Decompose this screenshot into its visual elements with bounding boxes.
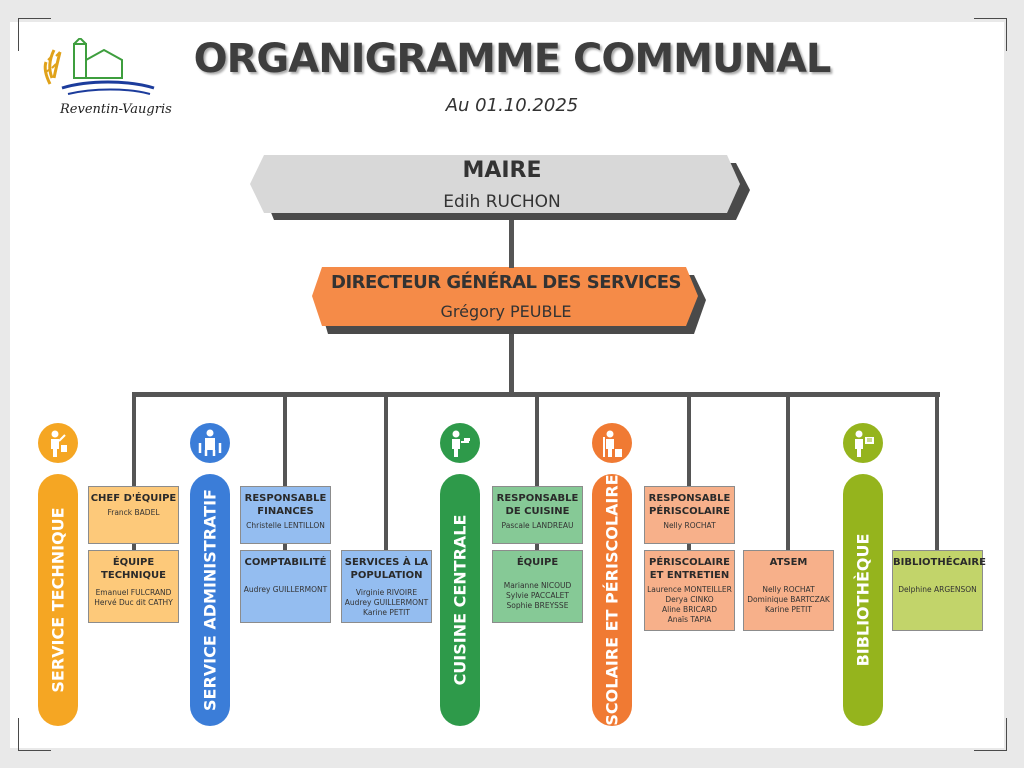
scolaire-label: SCOLAIRE ET PÉRISCOLAIRE xyxy=(602,474,622,726)
bibliotheque-label: BIBLIOTHÈQUE xyxy=(853,533,873,667)
box-person: Derya CINKO xyxy=(665,595,714,604)
box-person: Karine PETIT xyxy=(765,605,812,614)
box-title: ATSEM xyxy=(769,557,808,568)
box-person: Sylvie PACCALET xyxy=(506,591,569,600)
box-person: Laurence MONTEILLER xyxy=(647,585,732,594)
service-administratif-pill: SERVICE ADMINISTRATIF xyxy=(190,474,230,726)
corner-bracket-top-left xyxy=(18,18,51,51)
scolaire-circle xyxy=(592,423,632,463)
box-person: Anaïs TAPIA xyxy=(667,615,712,624)
maire-title: MAIRE xyxy=(462,158,542,183)
town-logo-graphic xyxy=(43,36,155,95)
box-person: Hervé Duc dit CATHY xyxy=(94,598,173,607)
connector-chef-equipe xyxy=(132,544,136,552)
connector-drop-periscolaire xyxy=(687,392,691,488)
box-title: ÉQUIPE xyxy=(516,557,559,568)
box-title: PÉRISCOLAIRE ET ENTRETIEN xyxy=(649,557,730,581)
cuisine-centrale-label: CUISINE CENTRALE xyxy=(450,514,470,686)
maire-name: Edih RUCHON xyxy=(443,192,561,212)
connector-drop-cuisine xyxy=(535,392,539,488)
corner-bracket-bottom-left xyxy=(18,718,51,751)
connector-drop-chef-equipe xyxy=(132,392,136,488)
box-person: Emanuel FULCRAND xyxy=(95,588,172,597)
connector-drop-atsem xyxy=(786,392,790,552)
logo-text: Reventin-Vaugris xyxy=(60,102,172,117)
town-logo: Reventin-Vaugris xyxy=(38,36,198,130)
box-services-population: SERVICES À LA POPULATION Virginie RIVOIR… xyxy=(341,550,432,623)
service-technique-label: SERVICE TECHNIQUE xyxy=(48,507,68,693)
box-bibliothecaire: BIBLIOTHÉCAIRE Delphine ARGENSON xyxy=(892,550,986,631)
box-person: Virginie RIVOIRE xyxy=(355,588,418,597)
box-atsem: ATSEM Nelly ROCHAT Dominique BARTCZAK Ka… xyxy=(743,550,834,631)
service-technique-pill: SERVICE TECHNIQUE xyxy=(38,474,78,726)
box-responsable-periscolaire: RESPONSABLE PÉRISCOLAIRE Nelly ROCHAT xyxy=(644,486,735,544)
service-administratif-label: SERVICE ADMINISTRATIF xyxy=(200,489,220,711)
box-responsable-cuisine: RESPONSABLE DE CUISINE Pascale LANDREAU xyxy=(492,486,583,544)
box-title: SERVICES À LA POPULATION xyxy=(344,557,429,581)
admin-icon xyxy=(198,429,222,456)
box-responsable-finances: RESPONSABLE FINANCES Christelle LENTILLO… xyxy=(240,486,331,544)
box-title: CHEF D'ÉQUIPE xyxy=(90,493,177,504)
cuisine-centrale-pill: CUISINE CENTRALE xyxy=(440,474,480,726)
connector-maire-dgs xyxy=(509,220,514,268)
bibliotheque-pill: BIBLIOTHÈQUE xyxy=(843,474,883,726)
service-technique-circle xyxy=(38,423,78,463)
connector-drop-population xyxy=(384,392,388,552)
box-title: RESPONSABLE PÉRISCOLAIRE xyxy=(648,493,731,517)
box-title: RESPONSABLE DE CUISINE xyxy=(496,493,579,517)
box-person: Audrey GUILLERMONT xyxy=(243,585,328,594)
corner-bracket-top-right xyxy=(974,18,1007,51)
connector-drop-bibliothecaire xyxy=(935,392,939,552)
corner-bracket-bottom-right xyxy=(974,718,1007,751)
box-person: Karine PETIT xyxy=(363,608,410,617)
box-person: Aline BRICARD xyxy=(662,605,717,614)
box-comptabilite: COMPTABILITÉ Audrey GUILLERMONT xyxy=(240,550,331,623)
connector-peri-entretien xyxy=(687,544,691,552)
librarian-icon xyxy=(855,430,874,457)
box-person: Christelle LENTILLON xyxy=(246,521,325,530)
box-person: Marianne NICOUD xyxy=(503,581,572,590)
connector-cuisine-equipe xyxy=(535,544,539,552)
scolaire-pill: SCOLAIRE ET PÉRISCOLAIRE xyxy=(592,474,632,726)
box-title: ÉQUIPE TECHNIQUE xyxy=(101,557,166,581)
dgs-name: Grégory PEUBLE xyxy=(440,302,572,321)
dgs-banner xyxy=(312,267,698,326)
box-periscolaire-entretien: PÉRISCOLAIRE ET ENTRETIEN Laurence MONTE… xyxy=(644,550,735,631)
box-person: Dominique BARTCZAK xyxy=(747,595,830,604)
box-person: Delphine ARGENSON xyxy=(898,585,977,594)
box-equipe-technique: ÉQUIPE TECHNIQUE Emanuel FULCRAND Hervé … xyxy=(88,550,179,623)
maire-banner xyxy=(250,155,740,213)
box-person: Nelly ROCHAT xyxy=(762,585,815,594)
service-administratif-circle xyxy=(190,423,230,463)
box-person: Sophie BREYSSE xyxy=(506,601,569,610)
page-title: ORGANIGRAMME COMMUNAL xyxy=(193,36,832,82)
dgs-title: DIRECTEUR GÉNÉRAL DES SERVICES xyxy=(331,272,681,293)
janitor-icon xyxy=(603,430,622,457)
worker-icon xyxy=(51,430,67,457)
page-date: Au 01.10.2025 xyxy=(445,95,579,116)
box-title: RESPONSABLE FINANCES xyxy=(244,493,327,517)
bibliotheque-circle xyxy=(843,423,883,463)
connector-drop-finances xyxy=(283,392,287,488)
chef-icon xyxy=(452,430,470,457)
box-title: BIBLIOTHÉCAIRE xyxy=(893,557,986,568)
connector-finances-compta xyxy=(283,544,287,552)
box-person: Audrey GUILLERMONT xyxy=(344,598,429,607)
box-chef-equipe: CHEF D'ÉQUIPE Franck BADEL xyxy=(88,486,179,544)
box-title: COMPTABILITÉ xyxy=(244,557,327,568)
box-person: Nelly ROCHAT xyxy=(663,521,716,530)
connector-dgs-bus xyxy=(509,334,514,396)
page-sheet xyxy=(10,22,1004,748)
box-equipe-cuisine: ÉQUIPE Marianne NICOUD Sylvie PACCALET S… xyxy=(492,550,583,623)
cuisine-centrale-circle xyxy=(440,423,480,463)
box-person: Franck BADEL xyxy=(107,508,160,517)
box-person: Pascale LANDREAU xyxy=(501,521,574,530)
